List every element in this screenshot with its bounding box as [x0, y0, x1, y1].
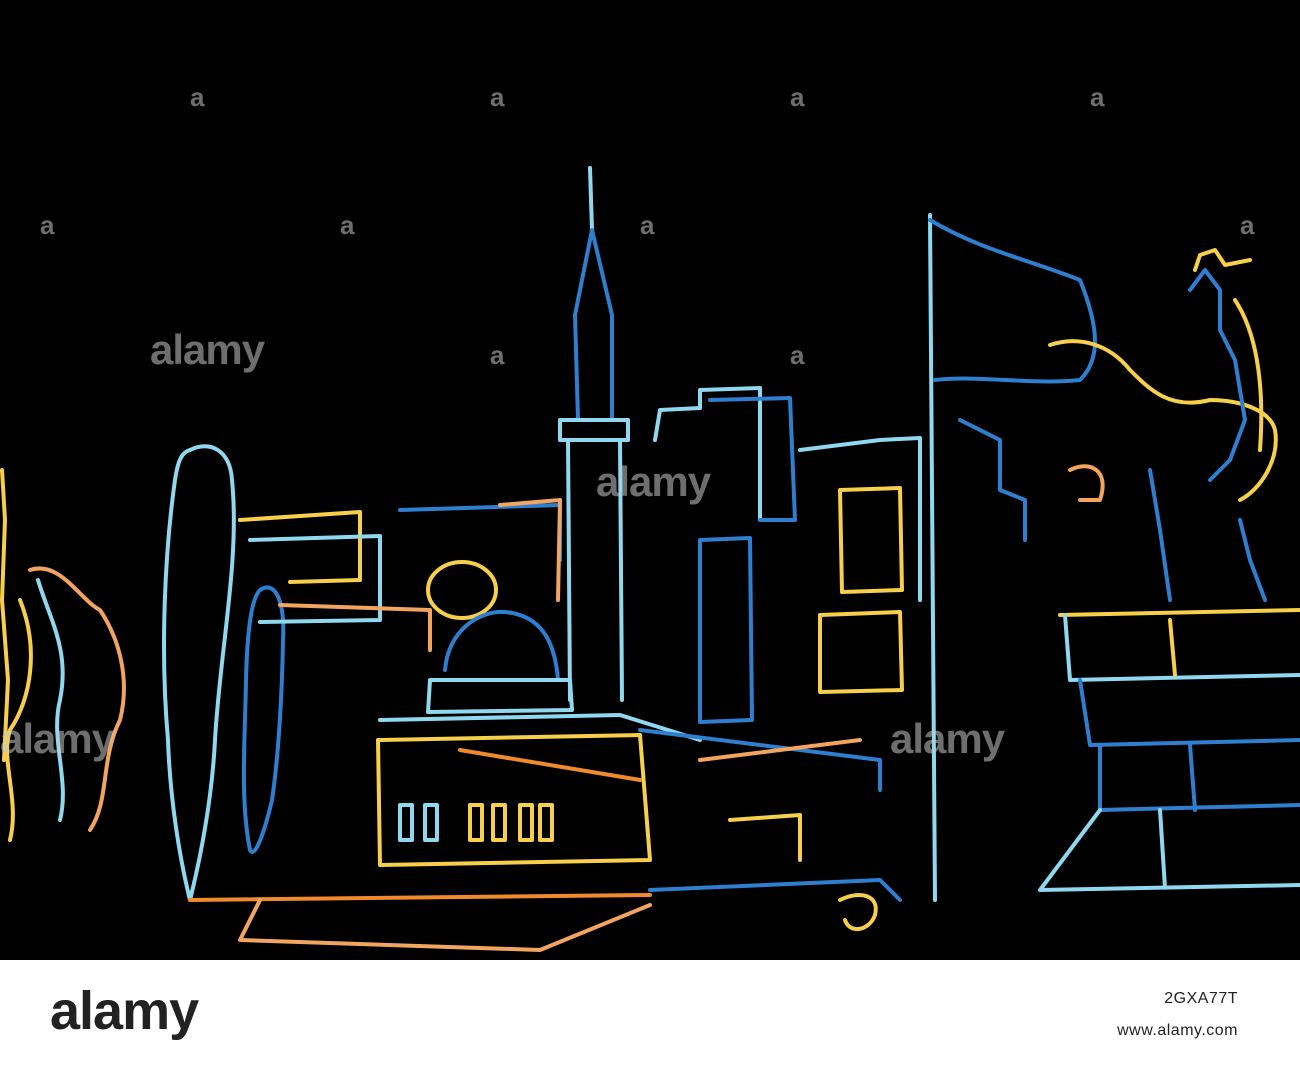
pedestal — [1168, 618, 1177, 677]
building — [798, 436, 922, 602]
left-foliage — [28, 566, 126, 832]
watermark-brand: alamy — [0, 715, 115, 762]
minaret — [573, 228, 614, 422]
watermark-small-mark: a — [790, 340, 805, 370]
flagpole — [928, 213, 937, 902]
cypress-tree — [241, 585, 286, 854]
building — [708, 396, 797, 522]
city-skyline-illustration — [0, 166, 1300, 952]
mosque-dome — [443, 609, 560, 682]
footer-image-id: 2GXA77T — [1164, 990, 1238, 1007]
statue-rider — [1188, 268, 1247, 482]
ground-line — [188, 893, 652, 902]
left-tree — [0, 468, 10, 762]
mosque-wall — [376, 733, 652, 867]
mosque-window — [398, 803, 439, 842]
roof-line — [638, 728, 882, 792]
building — [958, 418, 1027, 542]
statue-helmet — [1193, 248, 1252, 272]
statue-horse-leg — [1148, 468, 1267, 602]
roof-line — [698, 738, 862, 762]
ground-line — [838, 893, 878, 931]
ground-line — [648, 878, 902, 902]
watermark-small-mark: a — [1090, 82, 1105, 112]
watermark-small-mark: a — [490, 82, 505, 112]
statue-cape — [1233, 298, 1264, 452]
minaret-balcony — [558, 418, 630, 442]
footer-logo: alamy — [50, 981, 199, 1041]
pedestal-top — [1058, 608, 1300, 617]
watermark-small-mark: a — [790, 82, 805, 112]
statue-horse — [1048, 339, 1278, 502]
watermark-small-mark: a — [490, 340, 505, 370]
building — [278, 603, 432, 652]
round-tree — [426, 560, 498, 620]
ground-line — [238, 898, 652, 952]
roof-line — [728, 813, 802, 862]
watermark-brand: alamy — [596, 458, 711, 505]
watermark-brand: alamy — [150, 326, 265, 373]
left-foliage — [36, 578, 65, 822]
watermark-small-mark: a — [640, 210, 655, 240]
footer-url: www.alamy.com — [1117, 1022, 1238, 1039]
pedestal — [1078, 678, 1300, 747]
minaret-shaft — [566, 438, 624, 702]
pedestal — [1038, 808, 1300, 892]
pedestal — [1063, 613, 1300, 682]
stock-footer: alamy 2GXA77T www.alamy.com — [0, 960, 1300, 1065]
building — [698, 536, 754, 724]
mosque-window — [468, 803, 554, 842]
left-foliage — [5, 598, 33, 842]
watermark-small-mark: a — [40, 210, 55, 240]
watermark-brand: alamy — [890, 715, 1005, 762]
building — [248, 534, 382, 624]
building — [238, 510, 362, 584]
watermark-small-mark: a — [1240, 210, 1255, 240]
minaret — [588, 166, 594, 232]
watermark-small-mark: a — [190, 82, 205, 112]
watermark-small-mark: a — [340, 210, 355, 240]
statue-horse — [1068, 464, 1105, 502]
mosque-roof — [378, 713, 702, 742]
flag — [928, 218, 1097, 384]
building — [498, 498, 562, 602]
mosque-drum — [426, 678, 574, 714]
building — [838, 486, 904, 594]
building — [653, 386, 762, 522]
roof-line — [458, 748, 642, 782]
building — [818, 610, 904, 694]
